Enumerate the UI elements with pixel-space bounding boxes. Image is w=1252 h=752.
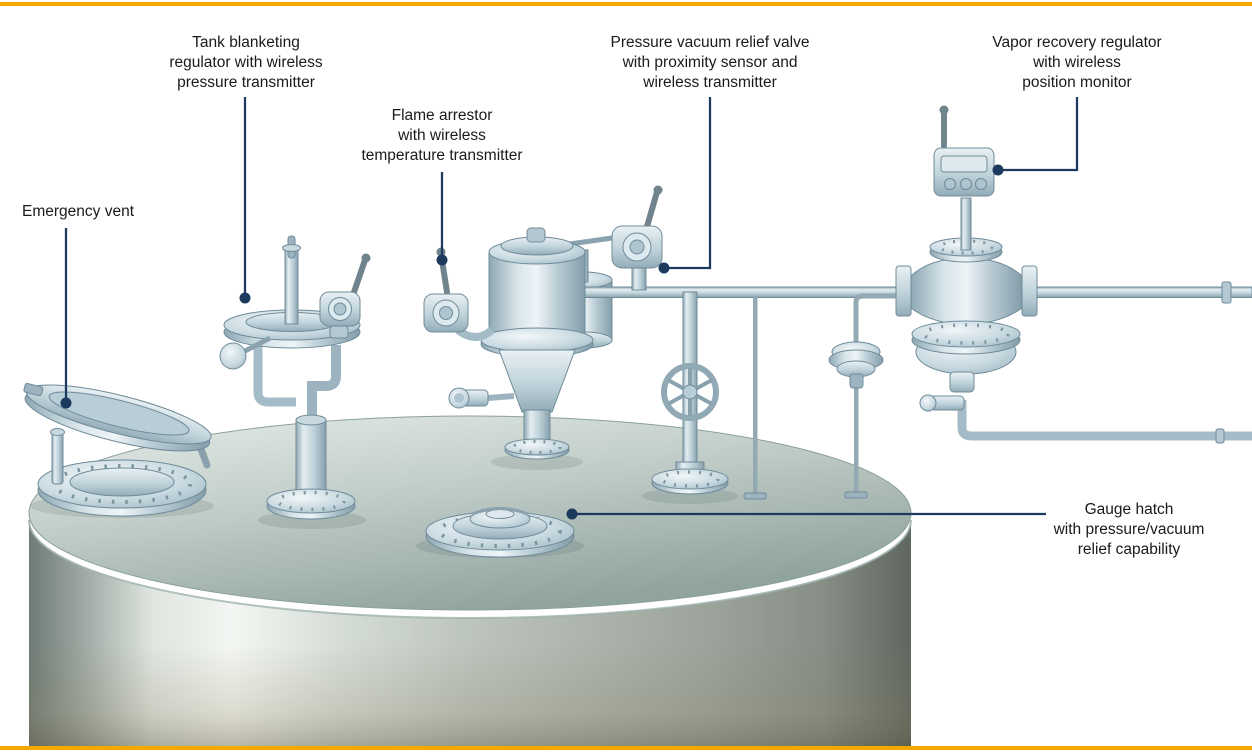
pressure-vacuum-relief-valve-equipment (611, 185, 738, 504)
leader-vapor-recovery (992, 97, 1079, 176)
wireless-temperature-transmitter (423, 247, 495, 341)
leader-tank-blanketing (239, 97, 251, 304)
tank-blanketing-regulator-equipment (219, 235, 371, 529)
leader-emergency-vent (60, 228, 72, 409)
label-gauge-hatch: Gauge hatch with pressure/vacuum relief … (1053, 501, 1205, 559)
vent-lid-open (23, 382, 212, 452)
float-ball (219, 342, 247, 370)
valve-handwheel (661, 363, 719, 421)
gauge-hatch-equipment (416, 507, 584, 558)
leader-flame-arrestor (436, 172, 448, 266)
wireless-pressure-transmitter (319, 253, 371, 339)
emergency-vent-equipment (23, 382, 214, 518)
wireless-position-monitor (933, 105, 995, 197)
recovery-return-pipe (957, 400, 1252, 441)
proximity-wireless-transmitter (611, 185, 663, 291)
label-emergency-vent: Emergency vent (22, 203, 134, 220)
vapor-recovery-regulator-equipment (828, 105, 1038, 499)
label-flame-arrestor: Flame arrestor with wireless temperature… (361, 107, 523, 165)
leader-lines (60, 97, 1079, 520)
label-tank-blanketing: Tank blanketing regulator with wireless … (169, 34, 323, 92)
top-accent-bar (0, 2, 1252, 6)
label-vapor-recovery: Vapor recovery regulator with wireless p… (992, 34, 1162, 92)
tank-rim (28, 519, 912, 619)
leader-pv-relief-valve (658, 97, 712, 274)
pipe-support (753, 297, 758, 495)
flame-arrestor-equipment (423, 227, 615, 470)
pilot-regulator (828, 341, 884, 389)
label-pv-relief-valve: Pressure vacuum relief valve with proxim… (610, 34, 810, 92)
bottom-accent-bar (0, 746, 1252, 750)
leader-gauge-hatch (566, 508, 1046, 520)
regulator-body (910, 257, 1023, 325)
